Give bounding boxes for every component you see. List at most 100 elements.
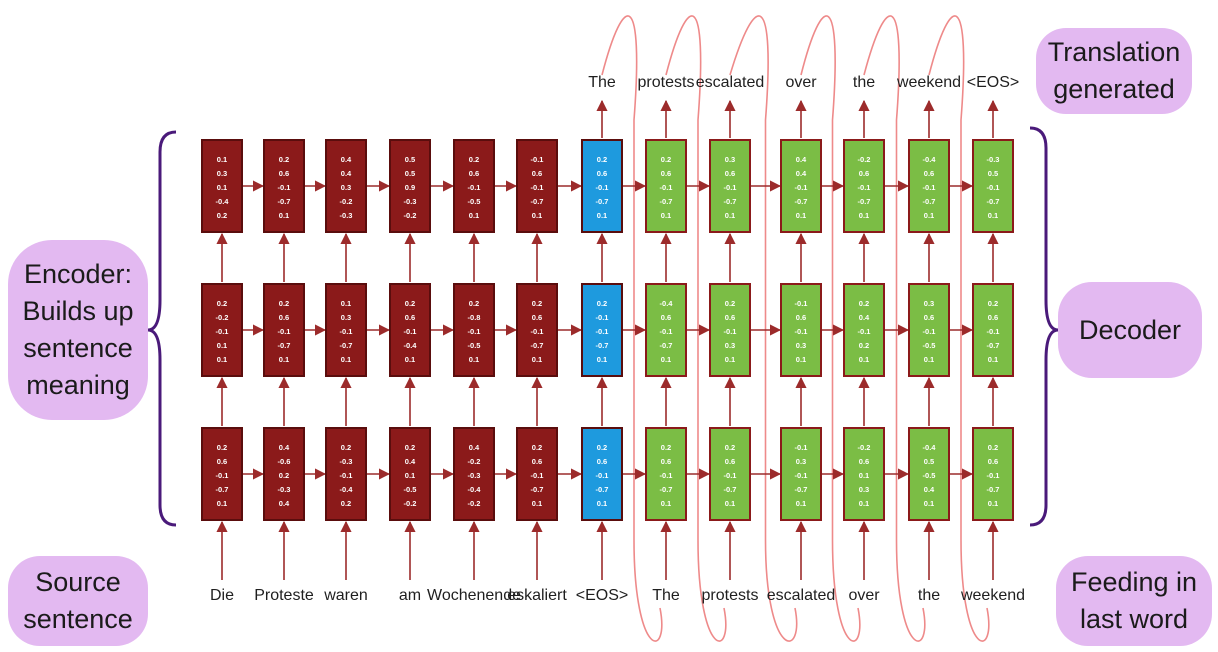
cell-value: -0.3 [278, 485, 291, 494]
cell-value: -0.1 [468, 183, 481, 192]
cell-value: 0.2 [597, 443, 607, 452]
cell-value: -0.1 [724, 327, 737, 336]
cell-value: 0.1 [796, 211, 806, 220]
cell-value: -0.1 [858, 183, 871, 192]
cell-value: 0.1 [859, 211, 869, 220]
cell-value: -0.7 [724, 485, 737, 494]
translation-generated-label: Translation generated [1036, 28, 1192, 114]
feedback-loop [928, 15, 990, 642]
cell-value: -0.7 [795, 485, 808, 494]
source-word: <EOS> [576, 587, 628, 604]
cell-value: 0.6 [725, 169, 735, 178]
cell-value: 0.9 [405, 183, 415, 192]
cell-value: 0.3 [341, 313, 351, 322]
cell-value: -0.7 [987, 485, 1000, 494]
cell-value: 0.2 [725, 443, 735, 452]
cell-value: 0.6 [796, 313, 806, 322]
hidden-state-cell [843, 427, 885, 521]
source-word: eskaliert [507, 587, 567, 604]
cell-value: -0.5 [468, 341, 481, 350]
cell-value: 0.1 [217, 183, 227, 192]
cell-value: 0.1 [405, 471, 415, 480]
hidden-state-cell [263, 427, 305, 521]
cell-value: -0.1 [923, 327, 936, 336]
cell-value: 0.4 [341, 155, 352, 164]
hidden-state-cell [516, 139, 558, 233]
cell-value: 0.1 [469, 211, 479, 220]
cell-value: -0.2 [858, 155, 871, 164]
cell-value: -0.1 [660, 183, 673, 192]
hidden-state-cell [645, 283, 687, 377]
cell-value: -0.7 [278, 197, 291, 206]
cell-value: 0.1 [405, 355, 415, 364]
cell-value: 0.2 [597, 299, 607, 308]
cell-value: -0.1 [531, 155, 544, 164]
cell-value: 0.3 [796, 457, 806, 466]
cell-value: -0.1 [987, 183, 1000, 192]
cell-value: 0.4 [469, 443, 480, 452]
cell-value: -0.1 [596, 183, 609, 192]
cell-value: 0.2 [597, 155, 607, 164]
cell-value: 0.1 [597, 211, 607, 220]
cell-value: 0.1 [341, 299, 351, 308]
cell-value: 0.6 [725, 313, 735, 322]
cell-value: -0.7 [724, 197, 737, 206]
feeding-in-last-word-label: Feeding in last word [1056, 556, 1212, 646]
cell-value: 0.2 [341, 499, 351, 508]
hidden-state-cell [389, 139, 431, 233]
hidden-state-cell [581, 283, 623, 377]
cell-value: 0.1 [217, 499, 227, 508]
cell-value: 0.2 [661, 155, 671, 164]
cell-value: -0.4 [660, 299, 674, 308]
hidden-state-cell [908, 427, 950, 521]
cell-value: -0.1 [404, 327, 417, 336]
cell-value: -0.7 [596, 485, 609, 494]
cell-value: 0.1 [924, 211, 934, 220]
hidden-state-cell [325, 283, 367, 377]
cell-value: -0.3 [468, 471, 481, 480]
cell-value: -0.2 [468, 457, 481, 466]
cell-value: 0.1 [597, 499, 607, 508]
cell-value: -0.2 [404, 499, 417, 508]
cell-value: 0.2 [405, 299, 415, 308]
cell-value: -0.7 [216, 485, 229, 494]
cell-value: 0.2 [217, 211, 227, 220]
cell-value: 0.2 [988, 299, 998, 308]
source-word: escalated [767, 587, 836, 604]
cell-value: -0.7 [531, 197, 544, 206]
cell-value: 0.2 [859, 299, 869, 308]
source-word: the [918, 587, 940, 604]
cell-value: 0.1 [217, 155, 227, 164]
cell-value: 0.6 [924, 313, 934, 322]
cell-value: 0.1 [988, 355, 998, 364]
cell-value: 0.2 [279, 471, 289, 480]
source-word: protests [702, 587, 759, 604]
cell-value: -0.7 [531, 485, 544, 494]
cell-value: -0.1 [660, 327, 673, 336]
hidden-state-cell [709, 139, 751, 233]
source-word: over [848, 587, 880, 604]
cell-value: 0.4 [796, 169, 807, 178]
cell-value: 0.3 [725, 341, 735, 350]
hidden-state-cell [972, 283, 1014, 377]
cell-value: 0.1 [859, 471, 869, 480]
cell-value: -0.7 [660, 197, 673, 206]
hidden-state-cell [780, 139, 822, 233]
feedback-loop [863, 15, 926, 642]
cell-value: -0.7 [987, 341, 1000, 350]
cell-value: -0.5 [468, 197, 481, 206]
hidden-state-cell [972, 427, 1014, 521]
cell-value: -0.4 [404, 341, 418, 350]
cell-value: -0.3 [404, 197, 417, 206]
cell-value: -0.5 [923, 471, 936, 480]
cell-value: 0.1 [532, 499, 542, 508]
feeding-in-last-word-text: Feeding in last word [1070, 567, 1198, 634]
cell-value: 0.1 [469, 355, 479, 364]
hidden-state-cell [263, 283, 305, 377]
cell-value: 0.6 [532, 169, 542, 178]
cell-value: -0.8 [468, 313, 481, 322]
cell-value: -0.5 [404, 485, 417, 494]
cell-value: -0.1 [531, 183, 544, 192]
cell-value: 0.2 [279, 155, 289, 164]
cell-value: 0.1 [924, 355, 934, 364]
